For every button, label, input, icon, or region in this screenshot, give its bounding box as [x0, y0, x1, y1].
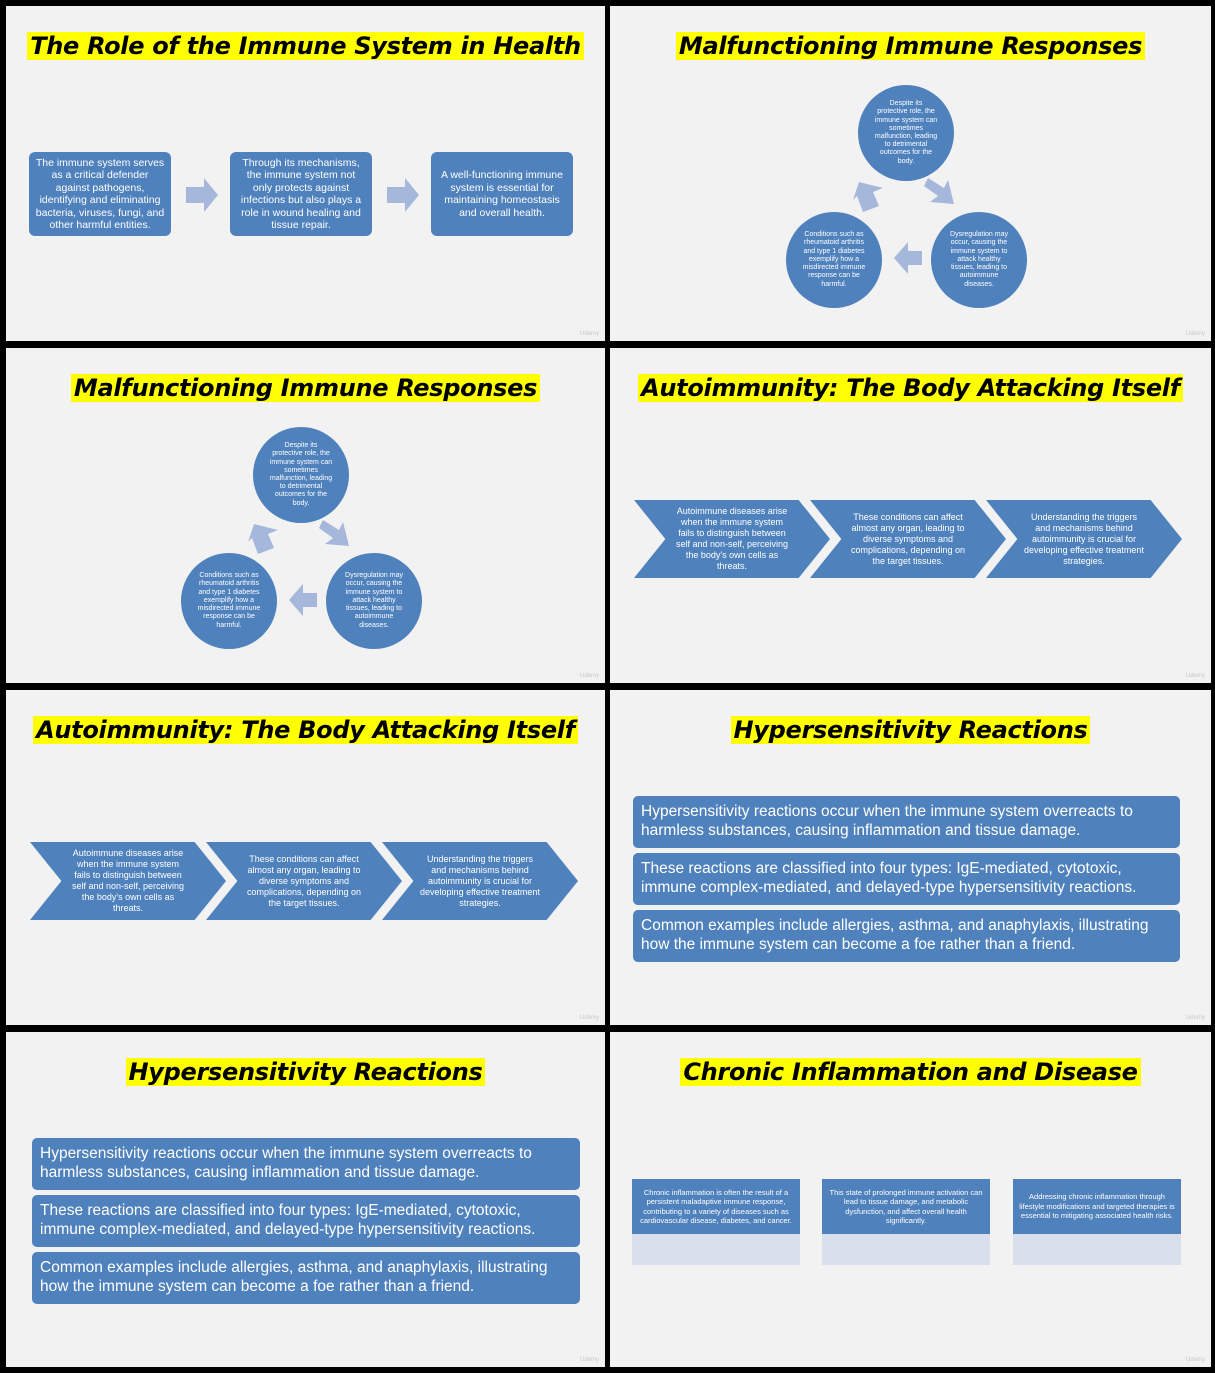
info-card-footer: [1013, 1234, 1181, 1265]
info-card-3: Addressing chronic inflammation through …: [1013, 1179, 1181, 1265]
cycle-arrow-icon: [924, 178, 954, 204]
right-arrow-icon: [186, 178, 218, 212]
slide-title: Autoimmunity: The Body Attacking Itself: [610, 374, 1211, 402]
info-card-2: This state of prolonged immune activatio…: [822, 1179, 990, 1265]
cycle-node-right: Dysregulation may occur, causing the imm…: [326, 553, 422, 649]
cycle-arrow-icon: [894, 242, 922, 274]
cycle-node-top: Despite its protective role, the immune …: [253, 427, 349, 523]
slide-title: Chronic Inflammation and Disease: [610, 1058, 1211, 1086]
slide-title: Hypersensitivity Reactions: [610, 716, 1211, 744]
cycle-node-left: Conditions such as rheumatoid arthritis …: [786, 212, 882, 308]
info-card-text: Addressing chronic inflammation through …: [1013, 1179, 1181, 1234]
chevron-step-2: These conditions can affect almost any o…: [206, 842, 402, 920]
info-card-footer: [822, 1234, 990, 1265]
chevron-step-3: Understanding the triggers and mechanism…: [382, 842, 578, 920]
slide-malfunctioning-2[interactable]: Malfunctioning Immune Responses Despite …: [6, 348, 605, 683]
cycle-node-top: Despite its protective role, the immune …: [858, 85, 954, 181]
watermark: Udemy: [579, 1015, 599, 1021]
watermark: Udemy: [1185, 673, 1205, 679]
chevron-step-2: These conditions can affect almost any o…: [810, 500, 1006, 578]
slide-hypersensitivity-2[interactable]: Hypersensitivity Reactions Hypersensitiv…: [6, 1032, 605, 1367]
list-item: Common examples include allergies, asthm…: [633, 910, 1180, 962]
list-item: Hypersensitivity reactions occur when th…: [633, 796, 1180, 848]
cycle-node-right: Dysregulation may occur, causing the imm…: [931, 212, 1027, 308]
watermark: Udemy: [579, 673, 599, 679]
watermark: Udemy: [579, 1357, 599, 1363]
cycle-node-left: Conditions such as rheumatoid arthritis …: [181, 553, 277, 649]
list-item: Hypersensitivity reactions occur when th…: [32, 1138, 580, 1190]
slide-autoimmunity[interactable]: Autoimmunity: The Body Attacking Itself …: [610, 348, 1211, 683]
process-box-3: A well-functioning immune system is esse…: [431, 152, 573, 236]
info-card-text: Chronic inflammation is often the result…: [632, 1179, 800, 1234]
right-arrow-icon: [387, 178, 419, 212]
slide-immune-role[interactable]: The Role of the Immune System in Health …: [6, 6, 605, 341]
cycle-arrow-icon: [853, 182, 883, 212]
watermark: Udemy: [1185, 1357, 1205, 1363]
slide-hypersensitivity[interactable]: Hypersensitivity Reactions Hypersensitiv…: [610, 690, 1211, 1025]
list-item: These reactions are classified into four…: [32, 1195, 580, 1247]
cycle-arrow-icon: [319, 520, 349, 546]
process-box-1: The immune system serves as a critical d…: [29, 152, 171, 236]
slide-title: Malfunctioning Immune Responses: [610, 32, 1211, 60]
chevron-step-3: Understanding the triggers and mechanism…: [986, 500, 1182, 578]
slide-autoimmunity-2[interactable]: Autoimmunity: The Body Attacking Itself …: [6, 690, 605, 1025]
chevron-step-1: Autoimmune diseases arise when the immun…: [30, 842, 226, 920]
slide-malfunctioning[interactable]: Malfunctioning Immune Responses Despite …: [610, 6, 1211, 341]
cycle-arrow-icon: [248, 524, 278, 554]
watermark: Udemy: [1185, 1015, 1205, 1021]
slide-chronic-inflammation[interactable]: Chronic Inflammation and Disease Chronic…: [610, 1032, 1211, 1367]
list-item: These reactions are classified into four…: [633, 853, 1180, 905]
list-item: Common examples include allergies, asthm…: [32, 1252, 580, 1304]
slide-title: Hypersensitivity Reactions: [6, 1058, 605, 1086]
info-card-footer: [632, 1234, 800, 1265]
cycle-arrow-icon: [289, 584, 317, 616]
chevron-step-1: Autoimmune diseases arise when the immun…: [634, 500, 830, 578]
watermark: Udemy: [579, 331, 599, 337]
slide-title: Malfunctioning Immune Responses: [6, 374, 605, 402]
slide-title: Autoimmunity: The Body Attacking Itself: [6, 716, 605, 744]
info-card-1: Chronic inflammation is often the result…: [632, 1179, 800, 1265]
watermark: Udemy: [1185, 331, 1205, 337]
process-box-2: Through its mechanisms, the immune syste…: [230, 152, 372, 236]
slide-title: The Role of the Immune System in Health: [6, 32, 605, 60]
info-card-text: This state of prolonged immune activatio…: [822, 1179, 990, 1234]
